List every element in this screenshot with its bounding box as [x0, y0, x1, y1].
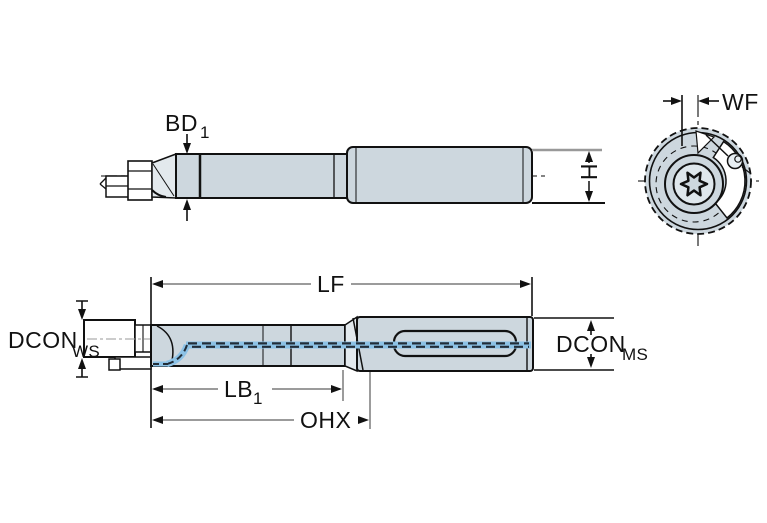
dim-lf: LF: [152, 271, 531, 297]
dim-label-lf: LF: [317, 271, 345, 297]
lb1-arrow-left: [152, 385, 163, 393]
bar-thin-section-top: [175, 153, 348, 199]
dim-dcon-ms: DCON MS: [534, 317, 648, 371]
dim-label-ohx: OHX: [300, 407, 351, 433]
dim-lb1: LB 1: [152, 370, 344, 408]
dim-label-dcon-ms-sub: MS: [622, 345, 648, 364]
h-arrow-up: [585, 151, 593, 162]
insert-edge-line: [741, 166, 751, 174]
dim-ohx: OHX: [152, 372, 371, 433]
h-arrow-down: [585, 191, 593, 202]
dcon-ws-arrow-up: [78, 358, 86, 369]
dim-bd1: BD 1: [165, 110, 210, 221]
cutting-tip: [99, 175, 134, 198]
dim-dcon-ws: DCON WS: [8, 300, 100, 378]
dim-label-dcon-ws: DCON: [8, 327, 78, 353]
wf-arrow-right: [671, 97, 682, 105]
dcon-ws-arrow-down: [78, 309, 86, 320]
coupling-head: [83, 319, 152, 371]
dcon-ms-arrow-up: [587, 320, 595, 331]
pocket-notch: [695, 130, 716, 155]
dim-label-lb1-sub: 1: [253, 389, 263, 408]
dim-label-dcon-ws-sub: WS: [72, 342, 100, 361]
side-view-bottom: LF DCON WS: [8, 271, 648, 433]
bd1-arrow-down: [183, 143, 191, 154]
end-view: WF: [638, 89, 761, 246]
ohx-arrow-left: [152, 416, 163, 424]
dim-label-lb1: LB: [224, 376, 253, 402]
cone-transition: [151, 152, 177, 199]
coolant-channel: [153, 341, 531, 368]
ohx-arrow-right: [358, 416, 369, 424]
dim-label-bd1-sub: 1: [200, 123, 210, 142]
torx-star-icon: [679, 171, 709, 197]
dim-wf: WF: [663, 89, 759, 146]
bar-thick-section-top: [346, 146, 533, 204]
lf-arrow-left: [152, 280, 163, 288]
dcon-ms-arrow-down: [587, 357, 595, 368]
wf-arrow-left: [698, 97, 709, 105]
tool-head: [127, 160, 153, 201]
lb1-arrow-right: [331, 385, 342, 393]
insert-detail-inner: [734, 155, 742, 163]
torx-screw: [664, 154, 724, 214]
dim-label-wf: WF: [722, 89, 759, 115]
side-view-top: H BD 1: [99, 110, 605, 221]
pocket-edge-line: [705, 134, 729, 157]
bd1-arrow-up: [183, 199, 191, 210]
dim-label-bd1: BD: [165, 110, 198, 136]
lf-arrow-right: [520, 280, 531, 288]
dim-h: H: [576, 151, 602, 202]
dim-label-dcon-ms: DCON: [556, 331, 626, 357]
dim-label-h: H: [576, 163, 602, 180]
